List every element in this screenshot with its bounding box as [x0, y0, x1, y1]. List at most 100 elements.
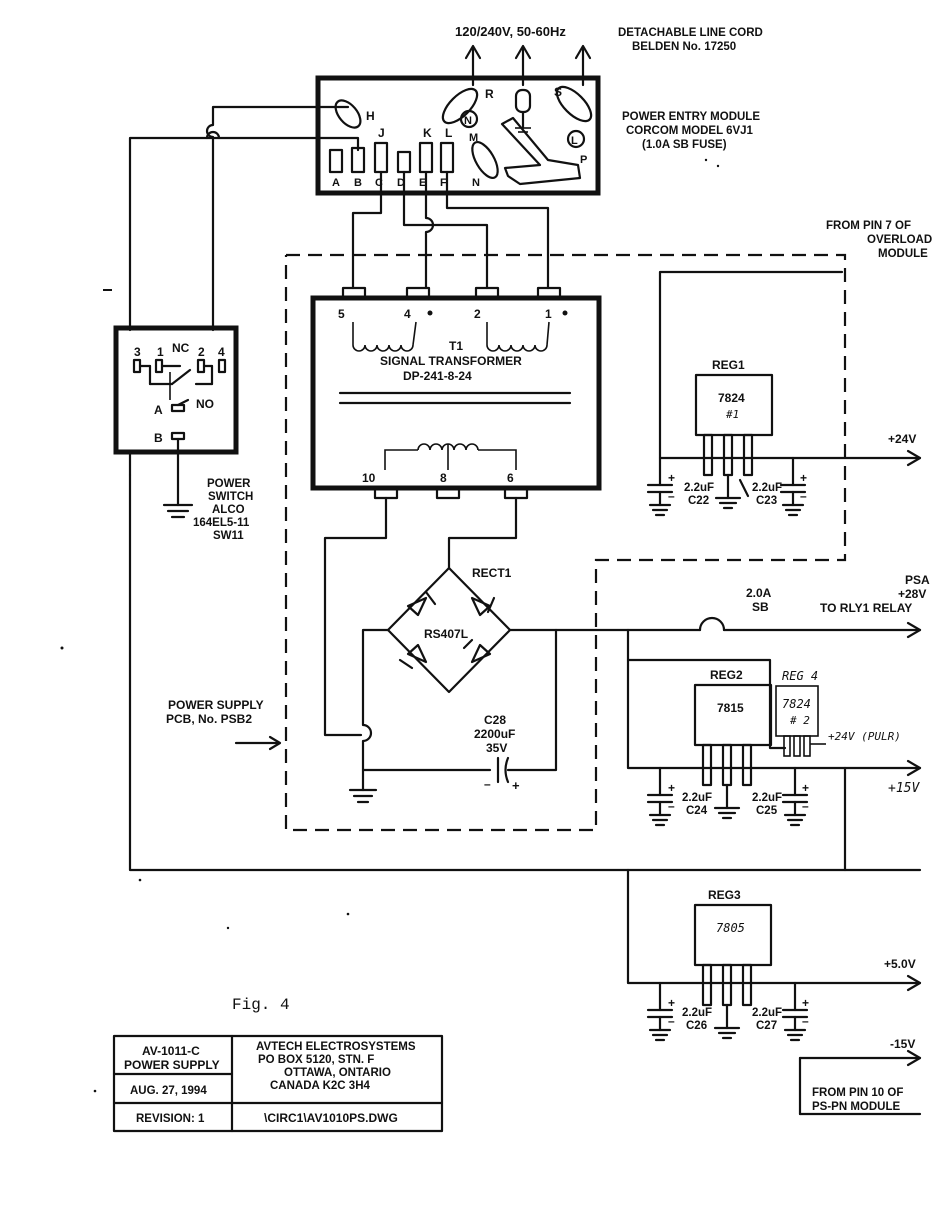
- pin-a: A: [332, 177, 340, 189]
- c28-voltage: 35V: [486, 741, 507, 755]
- from-pin10-2: PS-PN MODULE: [812, 1101, 901, 1113]
- c28-minus: –: [484, 777, 491, 791]
- tb-model: AV-1011-C: [142, 1044, 200, 1058]
- c26-designator: C26: [686, 1020, 707, 1032]
- c22-designator: C22: [688, 495, 709, 507]
- power-entry-module: H R N S L M N P J K L A B C D: [315, 75, 760, 196]
- tb-addr1: PO BOX 5120, STN. F: [258, 1054, 374, 1066]
- c26-minus: –: [668, 1014, 675, 1028]
- c28-designator: C28: [484, 713, 506, 727]
- c23-designator: C23: [756, 495, 777, 507]
- c25-value: 2.2uF: [752, 792, 782, 804]
- sw-a: A: [154, 403, 163, 417]
- rect1-designator: RECT1: [472, 566, 512, 580]
- pin-f: F: [440, 177, 447, 189]
- c24-designator: C24: [686, 805, 708, 817]
- power-switch: 3 1 NC 2 4 NO A B POWER SWITCH ALCO 164E…: [113, 325, 253, 542]
- psa-voltage: +28V: [898, 587, 926, 601]
- pin-b: B: [354, 177, 362, 189]
- title-block: AV-1011-C POWER SUPPLY AUG. 27, 1994 REV…: [112, 1034, 444, 1133]
- c24-plus: +: [668, 781, 675, 795]
- out-15v: +15V: [888, 781, 920, 796]
- pin-r: R: [485, 87, 494, 101]
- pin-d: D: [397, 177, 405, 189]
- pin-n: N: [472, 177, 480, 189]
- fuse-rating: 2.0A: [746, 586, 772, 600]
- tb-desc: POWER SUPPLY: [124, 1058, 220, 1072]
- line-circle-label: L: [571, 135, 578, 147]
- pin-e: E: [419, 177, 426, 189]
- switch-label-5: SW11: [213, 530, 244, 542]
- c27-designator: C27: [756, 1020, 777, 1032]
- c25-designator: C25: [756, 805, 778, 817]
- neutral-circle-label: N: [464, 115, 472, 127]
- sw-nc: NC: [172, 341, 190, 355]
- t1-pin-8: 8: [440, 471, 447, 485]
- neg15-block: -15V FROM PIN 10 OF PS-PN MODULE: [798, 1037, 922, 1116]
- pin-p: P: [580, 154, 587, 166]
- scan-specks: [60, 158, 720, 1093]
- c24-minus: –: [668, 799, 675, 813]
- reg4-out: +24V (PULR): [828, 730, 901, 743]
- pem-model: CORCOM MODEL 6VJ1: [626, 125, 754, 137]
- c23-value: 2.2uF: [752, 482, 782, 494]
- pin-s: S: [554, 85, 562, 99]
- c26-value: 2.2uF: [682, 1007, 712, 1019]
- t1-pin-6: 6: [507, 471, 514, 485]
- pcb-outline: [284, 253, 847, 832]
- c22-minus: –: [668, 489, 675, 503]
- switch-label-1: POWER: [207, 478, 251, 490]
- reg3-part: 7805: [716, 921, 745, 935]
- c22-plus: +: [668, 471, 675, 485]
- line-cord-part: BELDEN No. 17250: [632, 41, 736, 53]
- sw-pin-3: 3: [134, 345, 141, 359]
- line-voltage-label: 120/240V, 50-60Hz: [455, 24, 566, 39]
- line-wiring: [128, 105, 360, 332]
- pcb-label-1: POWER SUPPLY: [168, 698, 264, 712]
- c23-plus: +: [800, 471, 807, 485]
- switch-label-3: ALCO: [212, 504, 245, 516]
- pin-h: H: [366, 109, 375, 123]
- c25-plus: +: [802, 781, 809, 795]
- tb-company: AVTECH ELECTROSYSTEMS: [256, 1041, 416, 1053]
- reg4-designator: REG 4: [782, 669, 818, 683]
- sw-no: NO: [196, 397, 214, 411]
- c28-plus: +: [512, 778, 520, 793]
- pin-c: C: [375, 177, 383, 189]
- from-pin7-2: OVERLOAD: [867, 234, 932, 246]
- c27-plus: +: [802, 996, 809, 1010]
- sw-pin-2: 2: [198, 345, 205, 359]
- figure-label: Fig. 4: [232, 996, 290, 1014]
- tb-revision: REVISION: 1: [136, 1113, 205, 1125]
- out-neg15v: -15V: [890, 1037, 915, 1051]
- pin-k: K: [423, 126, 432, 140]
- c23-minus: –: [800, 489, 807, 503]
- transformer-t1: 5 4 2 1 T1 SIGNAL TRANSFORMER DP-241-8-2…: [310, 286, 602, 500]
- reg4-part: 7824: [782, 697, 811, 711]
- psa-label: PSA: [905, 573, 930, 587]
- reg2-part: 7815: [717, 701, 744, 715]
- c25-minus: –: [802, 799, 809, 813]
- reg2-designator: REG2: [710, 668, 743, 682]
- pcb-label-2: PCB, No. PSB2: [166, 712, 252, 726]
- reg1-note: #1: [725, 408, 739, 421]
- primary-wiring: [351, 170, 550, 290]
- t1-pin-10: 10: [362, 471, 376, 485]
- psa-output: 2.0A SB PSA +28V TO RLY1 RELAY: [698, 573, 930, 639]
- t1-pin-2: 2: [474, 307, 481, 321]
- tb-file: \CIRC1\AV1010PS.DWG: [264, 1111, 398, 1125]
- reg4-note: # 2: [789, 714, 810, 727]
- sw-b: B: [154, 431, 163, 445]
- from-pin7-1: FROM PIN 7 OF: [826, 220, 911, 232]
- pin-j: J: [378, 126, 385, 140]
- reg3-block: REG3 7805 + – 2.2uF C26 + – 2.2uF C27 +5: [626, 868, 922, 1042]
- from-pin10-1: FROM PIN 10 OF: [812, 1087, 903, 1099]
- c27-value: 2.2uF: [752, 1007, 782, 1019]
- t1-pin-1: 1: [545, 307, 552, 321]
- reg1-block: REG1 7824 #1 + – 2.2uF C22 + – 2.2uF: [646, 220, 932, 517]
- common-return-wire: [128, 473, 922, 872]
- t1-part: DP-241-8-24: [403, 369, 472, 383]
- reg1-part: 7824: [718, 391, 745, 405]
- sw-pin-4: 4: [218, 345, 225, 359]
